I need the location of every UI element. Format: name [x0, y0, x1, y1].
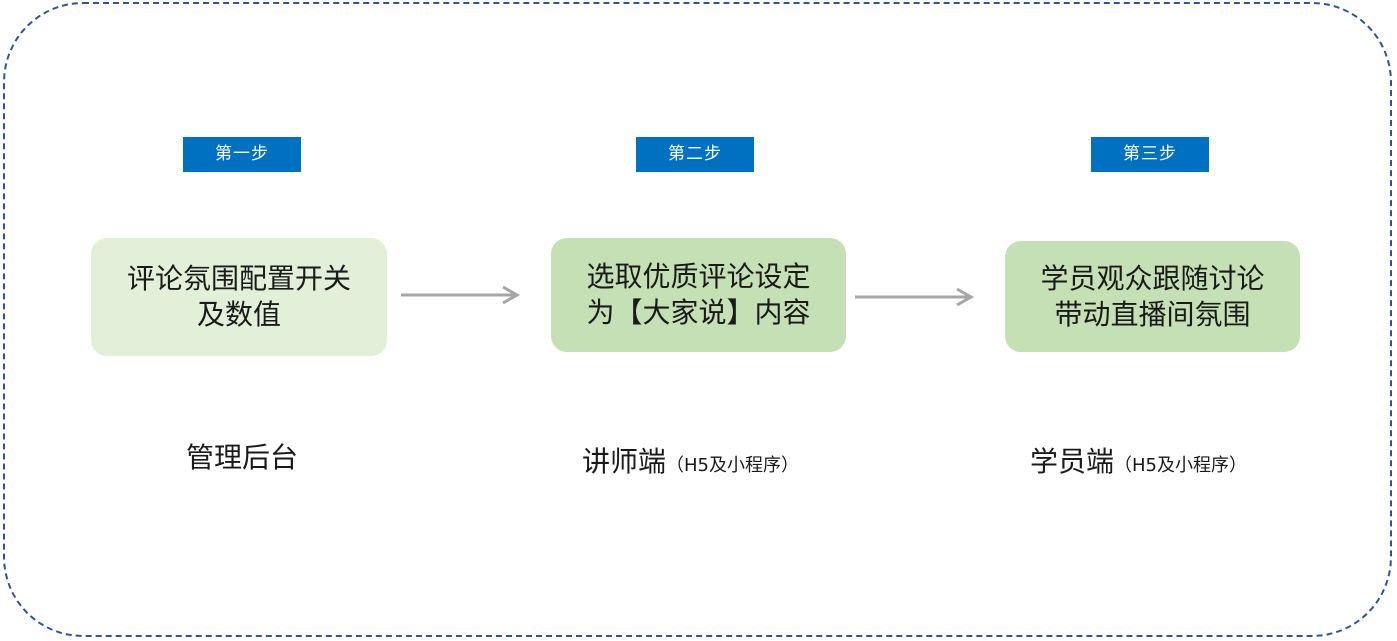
step-3-role-note: （H5及小程序）: [1114, 455, 1248, 476]
step-2-box-line-1: 选取优质评论设定: [586, 260, 811, 293]
step-2-box: 选取优质评论设定 为【大家说】内容: [551, 238, 846, 352]
step-3-role-label: 学员端: [1030, 445, 1115, 478]
step-1-box: 评论氛围配置开关 及数值: [91, 238, 387, 356]
step-1-role-label: 管理后台: [185, 441, 298, 474]
step-3-role: 学员端（H5及小程序）: [1030, 440, 1247, 480]
step-3-box-line-1: 学员观众跟随讨论: [1040, 261, 1265, 295]
step-3-box-line-2: 带动直播间氛围: [1054, 297, 1251, 331]
arrow-1-icon: [401, 285, 521, 305]
step-3-box: 学员观众跟随讨论 带动直播间氛围: [1005, 241, 1300, 352]
arrow-2-icon: [855, 287, 975, 307]
step-2-role-note: （H5及小程序）: [666, 455, 800, 476]
step-1-role: 管理后台: [183, 436, 301, 476]
step-1-box-line-2: 及数值: [196, 298, 281, 331]
step-2-role: 讲师端（H5及小程序）: [582, 440, 799, 480]
step-2-badge: 第二步: [636, 137, 754, 172]
step-2-box-line-2: 为【大家说】内容: [586, 296, 811, 329]
step-2-role-label: 讲师端: [582, 445, 667, 478]
step-3-badge: 第三步: [1091, 137, 1209, 172]
step-1-badge: 第一步: [183, 137, 301, 172]
step-1-box-line-1: 评论氛围配置开关: [126, 262, 351, 295]
dashed-frame: [3, 2, 1392, 637]
